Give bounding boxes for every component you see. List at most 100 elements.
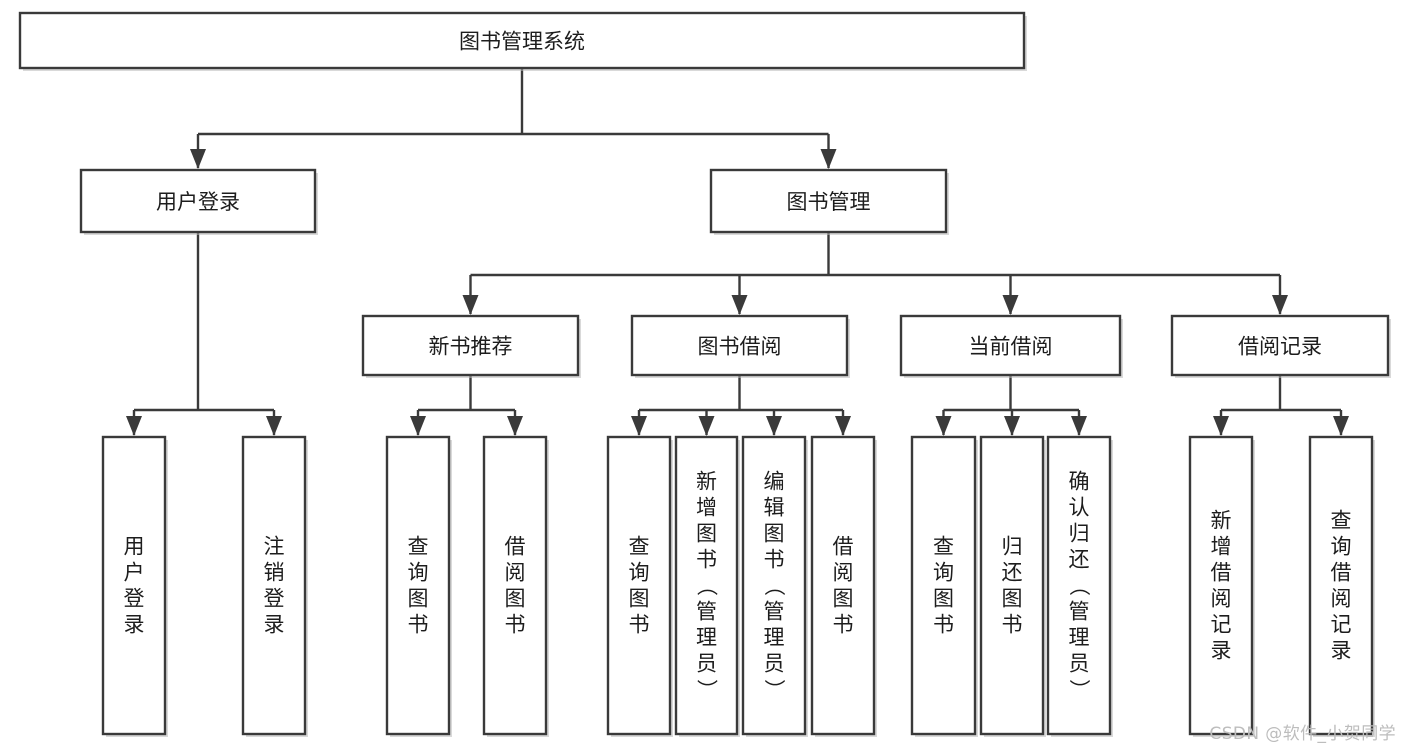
node-label-char: 询 [629,561,650,585]
node-label-char: 理 [764,626,785,650]
node-label-char: 阅 [505,561,526,585]
node-label-char: 阅 [1211,587,1232,611]
node-current-borrow[interactable]: 当前借阅 [899,314,1123,378]
node-borrow-record[interactable]: 借阅记录 [1170,314,1391,378]
node-label-char: ） [695,679,719,700]
node-label-char: 登 [264,587,285,611]
node-label-char: 员 [764,652,785,676]
node-label-char: 图 [629,587,650,611]
node-label-char: 记 [1331,613,1352,637]
node-label-char: 归 [1002,535,1023,559]
node-label: 新书推荐 [429,335,513,359]
node-label-char: 销 [264,561,285,585]
node-label-char: 书 [505,613,526,637]
node-label-char: 记 [1211,613,1232,637]
node-label-char: 查 [629,535,650,559]
node-label: 图书借阅 [698,335,782,359]
arrow-head-icon [410,416,426,436]
node-book-borrow[interactable]: 图书借阅 [630,314,850,378]
node-label-char: 确 [1069,470,1090,494]
node-label-char: 员 [696,652,717,676]
node-boxes-layer: 图书管理系统用户登录图书管理新书推荐图书借阅当前借阅借阅记录用户登录注销登录查询… [18,11,1391,737]
arrow-head-icon [126,416,142,436]
node-label-char: 借 [505,535,526,559]
node-label-char: 书 [1002,613,1023,637]
node-label-char: 归 [1069,522,1090,546]
node-label-char: 增 [696,496,717,520]
node-label-char: 询 [1331,535,1352,559]
node-book-management[interactable]: 图书管理 [709,168,949,235]
node-label-char: 阅 [833,561,854,585]
arrow-head-icon [462,295,479,315]
node-label-char: 注 [264,535,285,559]
node-label-char: 登 [124,587,145,611]
node-label-char: 借 [833,535,854,559]
node-label-char: 图 [764,522,785,546]
node-label-char: 询 [933,561,954,585]
csdn-watermark: CSDN @软件_小贺同学 [1209,724,1396,744]
arrow-head-icon [1071,416,1087,436]
node-new-book-recommend[interactable]: 新书推荐 [361,314,581,378]
node-label-char: 录 [1331,639,1352,663]
node-label-char: 查 [408,535,429,559]
node-label-char: ） [762,679,786,700]
node-label-char: 员 [1069,652,1090,676]
node-label-char: 图 [696,522,717,546]
node-label-char: 图 [1002,587,1023,611]
node-label-char: 查 [933,535,954,559]
node-label-char: 还 [1069,548,1090,572]
arrow-head-icon [1272,295,1288,315]
arrow-head-icon [835,416,851,436]
node-label-char: 书 [833,613,854,637]
node-label-char: 阅 [1331,587,1352,611]
node-label-char: 新 [1211,509,1232,533]
node-label-char: ） [1067,679,1091,700]
node-label-char: 管 [764,600,785,624]
node-label-char: 管 [1069,600,1090,624]
node-label: 用户登录 [156,190,240,214]
node-label-char: 新 [696,470,717,494]
arrow-head-icon [935,416,952,436]
node-leaf-user-login[interactable]: 用户登录 [101,435,168,737]
node-label-char: 查 [1331,509,1352,533]
node-label-char: 认 [1069,496,1090,520]
node-label-char: 询 [408,561,429,585]
node-label-char: 图 [833,587,854,611]
node-label: 当前借阅 [969,335,1053,359]
node-user-login[interactable]: 用户登录 [79,168,318,235]
arrow-head-icon [1002,295,1019,315]
arrow-head-icon [190,149,206,169]
node-label-char: 增 [1211,535,1232,559]
node-label-char: 图 [505,587,526,611]
node-label-char: 管 [696,600,717,624]
arrow-head-icon [731,295,748,315]
node-label: 图书管理 [787,190,871,214]
node-label-char: 书 [764,548,785,572]
node-label-char: 辑 [764,496,785,520]
node-label-char: 录 [264,613,285,637]
arrow-head-icon [1004,416,1020,436]
node-label-char: 图 [408,587,429,611]
node-label-char: 用 [124,535,145,559]
node-root[interactable]: 图书管理系统 [18,11,1027,71]
node-label-char: 借 [1211,561,1232,585]
arrow-head-icon [507,416,523,436]
arrow-head-icon [820,149,837,169]
node-label-char: （ [1067,575,1091,596]
arrow-head-icon [631,416,647,436]
node-label-char: （ [762,575,786,596]
node-label-char: 录 [124,613,145,637]
